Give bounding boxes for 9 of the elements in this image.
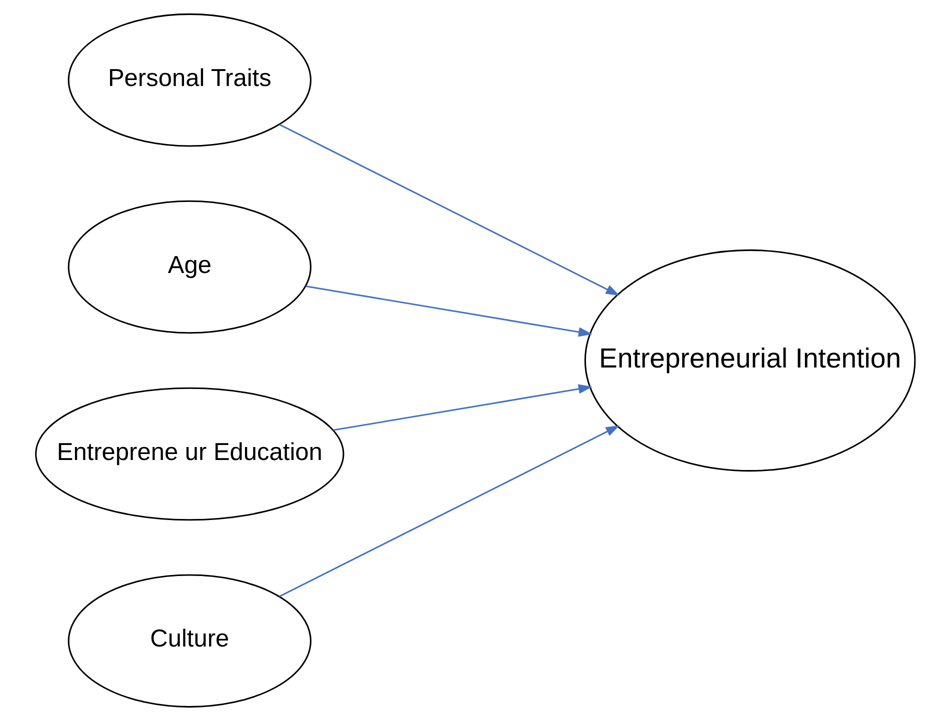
node-ellipse: Entreprene ur Education xyxy=(35,387,344,521)
node-ellipse: Personal Traits xyxy=(68,13,312,147)
arrow xyxy=(279,124,620,296)
arrow xyxy=(279,425,620,598)
node-ellipse: Entrepreneurial Intention xyxy=(584,249,916,472)
arrow xyxy=(306,286,592,337)
node-ellipse: Culture xyxy=(68,574,312,708)
arrow xyxy=(333,384,592,431)
node-ellipse: Age xyxy=(68,200,312,334)
